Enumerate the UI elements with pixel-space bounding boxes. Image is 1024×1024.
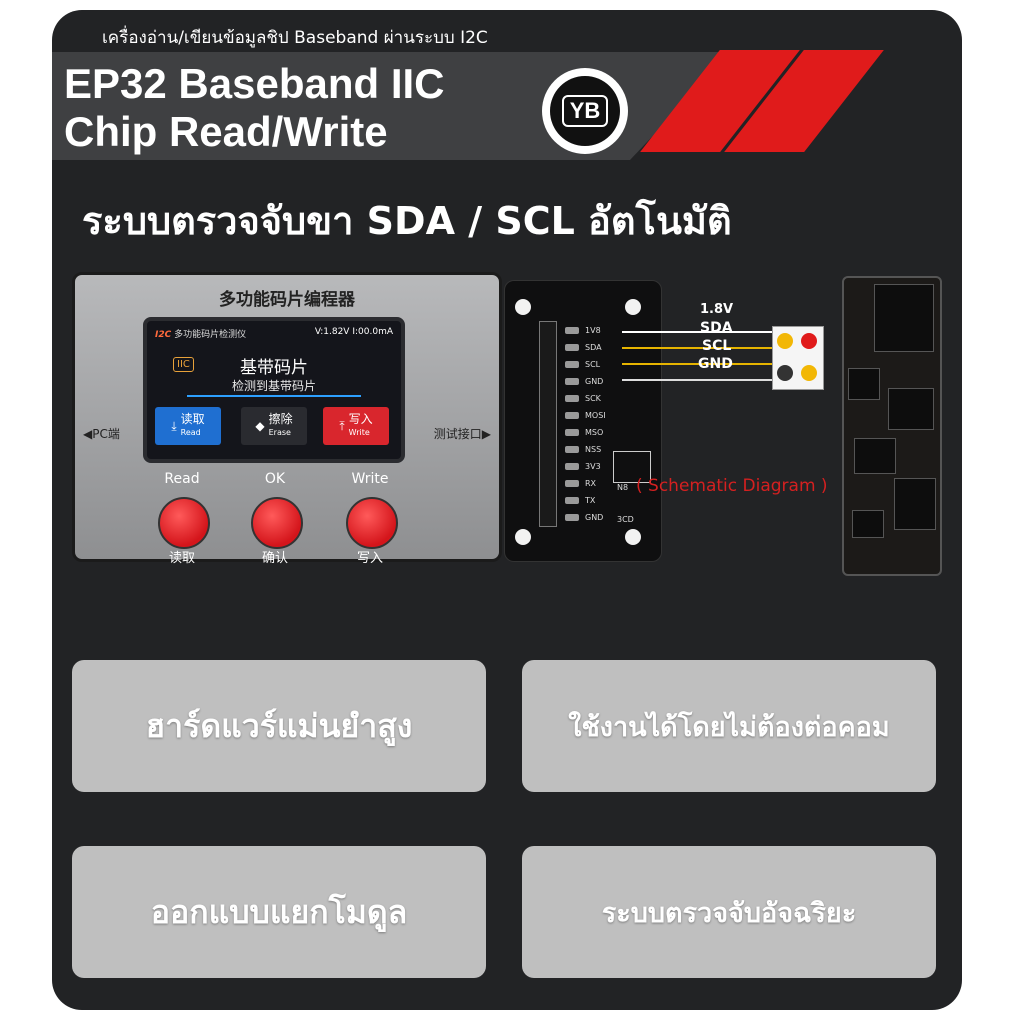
- pin-pad: [565, 412, 579, 419]
- mount-hole: [515, 529, 531, 545]
- title-line-2: Chip Read/Write: [64, 108, 388, 155]
- pin-pad: [565, 480, 579, 487]
- pin-label: 1V8: [585, 326, 601, 335]
- phone-motherboard: [842, 276, 942, 576]
- wire-label-1v8: 1.8V: [700, 302, 734, 317]
- wire-label-scl: SCL: [702, 338, 732, 354]
- pin-label: GND: [585, 377, 604, 386]
- chip-label: N8: [617, 483, 629, 492]
- download-icon: ⤓: [171, 418, 177, 433]
- read-button-label: Read: [164, 471, 200, 487]
- screen-divider: [187, 395, 361, 397]
- screen-main-text: 基带码片: [240, 358, 308, 378]
- title-line-1: EP32 Baseband IIC: [64, 60, 445, 107]
- pin-pad: [565, 378, 579, 385]
- screen-brand: I2C: [155, 330, 172, 340]
- voltage-readout: V:1.82V: [314, 327, 350, 337]
- device-title: 多功能码片编程器: [219, 290, 355, 310]
- pin-label: SDA: [585, 343, 602, 352]
- product-title: EP32 Baseband IIC Chip Read/Write: [64, 60, 444, 156]
- screen-subtitle: 多功能码片检测仪: [174, 330, 247, 340]
- pin-pad: [565, 429, 579, 436]
- subtitle: เครื่องอ่าน/เขียนข้อมูลชิป Baseband ผ่าน…: [102, 28, 488, 48]
- pin-label: TX: [585, 496, 596, 505]
- device-screen: I2C 多功能码片检测仪 V:1.82V I:00.0mA IIC 基带码片 检…: [143, 317, 405, 463]
- pin-pad: [565, 446, 579, 453]
- current-readout: I:00.0mA: [352, 327, 393, 337]
- wire-label-gnd: GND: [698, 356, 733, 372]
- ok-physical-button: [251, 497, 303, 549]
- product-card: เครื่องอ่าน/เขียนข้อมูลชิป Baseband ผ่าน…: [52, 10, 962, 1010]
- ok-button-cn: 确认: [261, 551, 288, 566]
- feature-high-precision: ฮาร์ดแวร์แม่นยำสูง: [72, 660, 486, 792]
- chip-sub-label: 3CD: [617, 515, 634, 524]
- iic-badge: IIC: [173, 357, 194, 372]
- pin-pad: [565, 514, 579, 521]
- mount-hole: [515, 299, 531, 315]
- pin-label: MOSI: [585, 411, 606, 420]
- pin-pad: [565, 361, 579, 368]
- pin-pad: [565, 327, 579, 334]
- ok-button-label: OK: [264, 471, 286, 487]
- pin-header: [539, 321, 557, 527]
- pin-pad: [565, 344, 579, 351]
- write-physical-button: [346, 497, 398, 549]
- pin-label: RX: [585, 479, 597, 488]
- adapter-chip: [613, 451, 651, 483]
- read-button-cn: 读取: [168, 551, 195, 566]
- mount-hole: [625, 529, 641, 545]
- pin-label: GND: [585, 513, 604, 522]
- schematic-label: ( Schematic Diagram ): [636, 476, 828, 496]
- upload-icon: ⤒: [339, 418, 345, 433]
- programmer-device: 多功能码片编程器 I2C 多功能码片检测仪 V:1.82V I:00.0mA I…: [72, 272, 502, 566]
- pin-pad: [565, 497, 579, 504]
- logo-text: YB: [561, 95, 609, 127]
- brand-logo: YB: [542, 68, 628, 154]
- screen-detect-text: 检测到基带码片: [231, 379, 316, 393]
- feature-smart-detect: ระบบตรวจจับอัจฉริยะ: [522, 846, 936, 978]
- write-button-label: Write: [351, 471, 389, 487]
- pin-label: MSO: [585, 428, 604, 437]
- read-physical-button: [158, 497, 210, 549]
- headline: ระบบตรวจจับขา SDA / SCL อัตโนมัติ: [82, 199, 732, 243]
- write-button-cn: 写入: [356, 551, 383, 566]
- test-port-label: 测试接口▶: [433, 427, 491, 441]
- pin-pad: [565, 395, 579, 402]
- feature-standalone: ใช้งานได้โดยไม่ต้องต่อคอม: [522, 660, 936, 792]
- mount-hole: [625, 299, 641, 315]
- wire-label-sda: SDA: [700, 320, 733, 336]
- pin-label: SCL: [585, 360, 601, 369]
- eraser-icon: ◆: [255, 419, 265, 433]
- feature-modular: ออกแบบแยกโมดูล: [72, 846, 486, 978]
- pin-label: 3V3: [585, 462, 601, 471]
- pin-label: NSS: [585, 445, 602, 454]
- probe-connector: [772, 326, 824, 390]
- pc-port-label: ◀PC端: [83, 427, 120, 441]
- pin-label: SCK: [585, 394, 601, 403]
- pin-pad: [565, 463, 579, 470]
